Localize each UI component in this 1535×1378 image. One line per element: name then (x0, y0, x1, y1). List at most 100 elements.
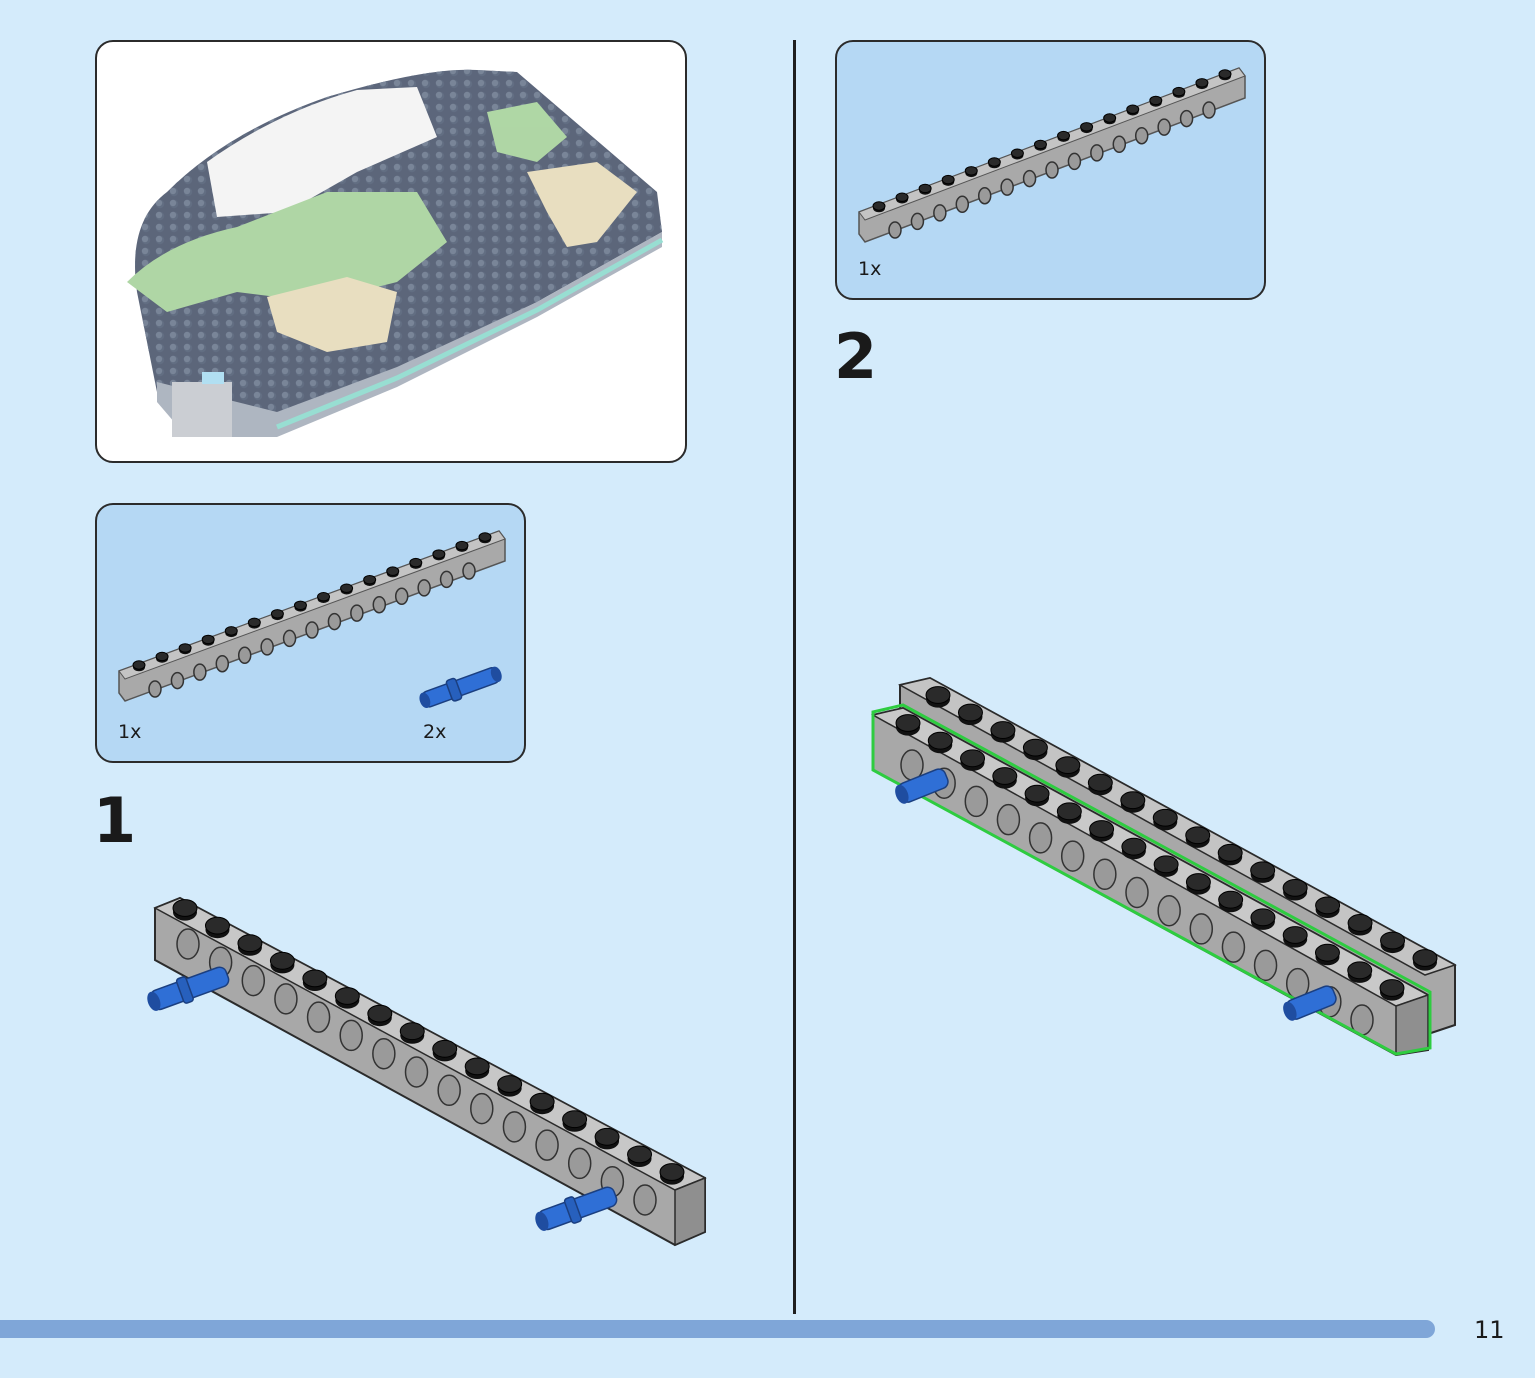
beam-stud-top (957, 703, 983, 722)
beam-pin-hole (394, 587, 409, 606)
beam-stud-top (1057, 130, 1071, 141)
step-1-illustration (100, 860, 780, 1300)
beam-pin-hole (170, 671, 185, 690)
beam-stud-top (132, 660, 146, 670)
beam-pin-hole (1060, 840, 1085, 872)
beam-pin-hole (306, 1001, 331, 1033)
beam-stud-top (925, 686, 951, 704)
beam-stud-top (478, 532, 492, 542)
technic-pin-part-icon (419, 666, 502, 709)
beam-stud-top (1314, 943, 1340, 962)
beam-stud-top (1250, 861, 1276, 880)
beam-stud-top (1185, 873, 1211, 891)
beam-stud-top (1315, 896, 1341, 915)
beam-stud-top (269, 951, 295, 970)
beam-stud-top (1080, 122, 1094, 132)
beam-stud-top (1121, 837, 1147, 856)
beam-pin-hole (535, 1129, 559, 1161)
beam-quantity: 1x (118, 721, 142, 743)
new-part-highlight (871, 703, 1432, 1056)
beam-pin-hole (977, 186, 992, 205)
beam-stud-top (386, 566, 400, 576)
beam-stud-top (1282, 926, 1308, 944)
beam-stud-top (204, 916, 230, 935)
page-number: 11 (1474, 1316, 1505, 1344)
beam-stud-top (1010, 148, 1024, 158)
beam-pin-hole (372, 595, 387, 614)
beam-pin-hole (1067, 152, 1082, 171)
beam-pin-hole (1045, 161, 1059, 179)
beam-stud-top (270, 609, 284, 619)
beam-pin-hole (1022, 169, 1037, 188)
beam-stud-top (1172, 86, 1186, 97)
beam-quantity: 1x (858, 258, 882, 280)
beam-pin-hole (241, 964, 266, 997)
beam-stud-top (1087, 773, 1113, 792)
beam-pin-hole (470, 1092, 494, 1125)
beam-stud-top (464, 1057, 490, 1076)
beam-pin-hole (462, 562, 476, 580)
beam-pin-hole (176, 928, 200, 960)
beam-stud-top (1217, 843, 1243, 862)
model-preview-illustration (127, 69, 664, 437)
beam-stud-top (1218, 69, 1232, 79)
beam-stud-top (1152, 808, 1178, 827)
beam-stud-top (1056, 802, 1082, 821)
beam-stud-top (529, 1092, 555, 1111)
step-2-number: 2 (834, 320, 878, 393)
beam-stud-top (1120, 791, 1146, 810)
beam-stud-top (627, 1145, 653, 1164)
technic-pin-right (535, 1186, 618, 1231)
beam-pin-hole (502, 1111, 527, 1143)
beam-stud-top (895, 192, 909, 202)
beam-stud-top (1055, 756, 1081, 775)
beam-pin-hole (1125, 876, 1149, 909)
beam-stud-top (340, 583, 354, 593)
beam-pin-hole (327, 612, 342, 631)
technic-pin-right (1283, 985, 1337, 1021)
footer-progress-bar (0, 1320, 1435, 1338)
technic-beam-part-icon (858, 67, 1246, 243)
beam-stud-top (399, 1022, 425, 1041)
beam-stud-top (455, 540, 469, 551)
beam-stud-top (317, 592, 331, 602)
beam-stud-top (1022, 738, 1048, 757)
beam-stud-top (201, 634, 215, 645)
beam-stud-top (497, 1075, 523, 1093)
beam-stud-top (409, 557, 423, 568)
beam-stud-top (562, 1110, 588, 1129)
beam-pin-hole (417, 579, 431, 597)
beam-stud-top (363, 574, 377, 585)
beam-stud-top (172, 899, 198, 917)
beam-stud-top (432, 549, 446, 559)
technic-pin-left (895, 768, 949, 804)
beam-stud-top (594, 1127, 620, 1146)
beam-stud-top (927, 731, 953, 750)
beam-pin-hole (567, 1147, 592, 1180)
beam-stud-top (1412, 949, 1438, 967)
beam-stud-top (237, 934, 263, 953)
beam-pin-hole (1112, 135, 1127, 154)
beam-pin-hole (437, 1074, 461, 1107)
step-2-parts-panel: 1x (835, 40, 1266, 300)
beam-stud-top (1149, 95, 1163, 106)
beam-stud-top (1379, 979, 1405, 997)
technic-beam-part-icon (118, 530, 506, 702)
beam-stud-top (992, 767, 1018, 785)
beam-pin-hole (1221, 931, 1246, 963)
beam-pin-hole (1134, 126, 1149, 145)
beam-stud-top (1126, 104, 1140, 114)
beam-pin-hole (996, 803, 1021, 836)
beam-pin-hole (193, 663, 207, 681)
beam-stud-top (1185, 826, 1211, 845)
beam-pin-hole (1028, 822, 1053, 854)
beam-stud-top (960, 749, 986, 768)
beam-pin-hole (955, 195, 970, 214)
beam-stud-top (1380, 931, 1406, 950)
beam-pin-hole (237, 646, 252, 665)
beam-pin-hole (1093, 858, 1117, 891)
beam-stud-top (432, 1039, 458, 1058)
beam-stud-top (1218, 890, 1244, 909)
beam-stud-top (224, 626, 238, 636)
beam-stud-top (293, 600, 307, 610)
